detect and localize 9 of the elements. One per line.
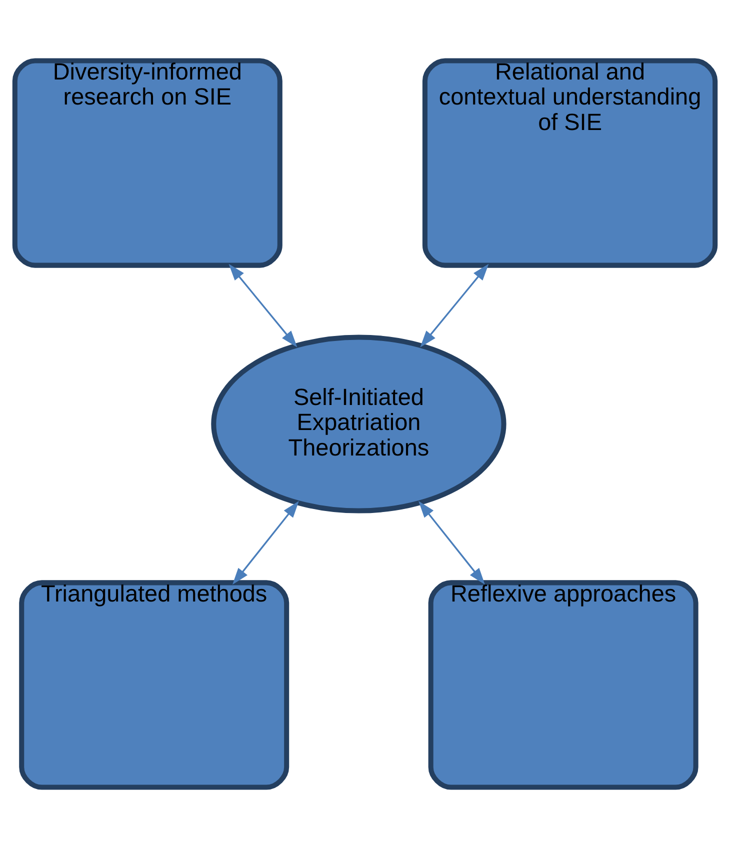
arrow [420, 264, 489, 348]
node-box: Triangulated methods [19, 580, 290, 790]
arrow [232, 500, 299, 585]
arrow [228, 264, 298, 348]
node-box: Diversity-informed research on SIE [12, 58, 282, 268]
node-ellipse: Self-Initiated Expatriation Theorizations [211, 334, 506, 514]
arrow [418, 500, 485, 585]
node-box: Relational and contextual understanding of SIE [422, 58, 718, 268]
node-box: Reflexive approaches [428, 580, 698, 790]
